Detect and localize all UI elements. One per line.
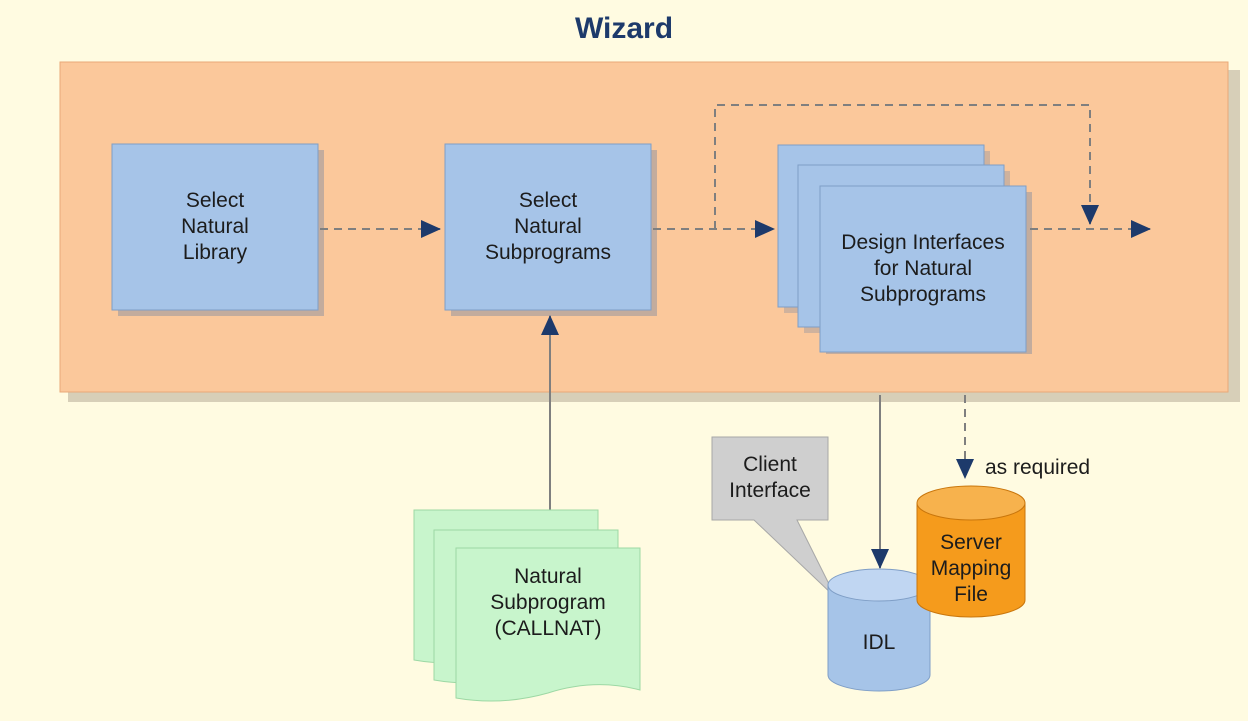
natural-subprogram-documents <box>413 509 641 702</box>
client-interface-label: Client Interface <box>729 453 811 502</box>
natural-subprogram-label: Natural Subprogram (CALLNAT) <box>490 565 606 640</box>
client-interface-callout <box>711 436 837 599</box>
flow-arrows <box>320 104 1151 479</box>
server-mapping-label: Server Mapping File <box>930 531 1012 606</box>
design-interfaces-label: Design Interfaces for Natural Subprogram… <box>841 231 1005 306</box>
as-required-label: as required <box>985 456 1091 479</box>
select-subprograms-label: Select Natural Subprograms <box>484 189 612 264</box>
arrow-skip-loop <box>714 104 1099 229</box>
server-mapping-cylinder <box>916 485 1026 618</box>
idl-cylinder <box>827 568 931 692</box>
select-library-box <box>111 143 324 316</box>
select-subprograms-box <box>444 143 657 316</box>
idl-label: IDL <box>862 631 896 654</box>
select-library-label: Select Natural Library <box>181 189 249 264</box>
design-interfaces-stack <box>777 144 1032 354</box>
diagram-title: Wizard <box>574 12 674 45</box>
